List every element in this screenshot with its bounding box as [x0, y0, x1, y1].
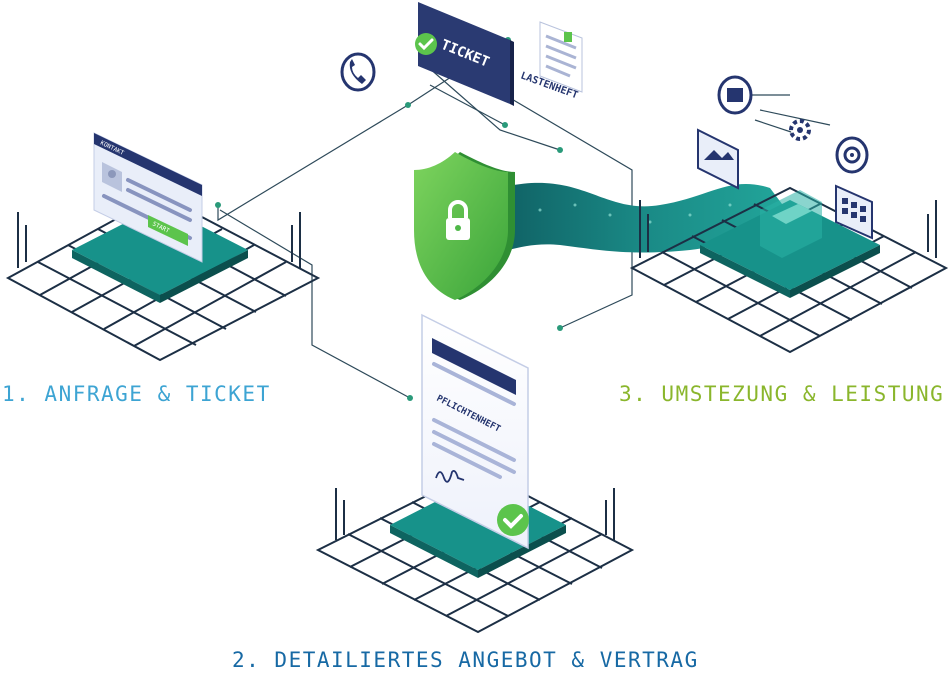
signature-icon — [435, 469, 465, 483]
check-icon — [415, 33, 437, 55]
picture-card — [697, 128, 739, 190]
pflichtenheft-document: PFLICHTENHEFT — [421, 313, 529, 550]
gear-icon — [789, 119, 811, 141]
target-icon — [835, 136, 869, 174]
step-two-caption: 2. DETAILIERTES ANGEBOT & VERTRAG — [232, 648, 699, 672]
lastenheft-document: LASTENHEFT — [519, 21, 583, 101]
contact-form-card: KONTAKT START — [93, 132, 203, 263]
phone-icon — [340, 52, 376, 92]
connector-dots — [215, 37, 563, 401]
ribbon-dots — [538, 203, 732, 224]
lock-shield-icon — [414, 152, 515, 300]
calculator-icon — [835, 184, 873, 240]
check-icon — [497, 504, 529, 536]
image-icon — [717, 75, 753, 115]
ticket-card: TICKET — [418, 2, 514, 106]
step-three-caption: 3. UMSTEZUNG & LEISTUNG — [619, 382, 945, 406]
platform-anfrage — [5, 193, 321, 362]
step-one-caption: 1. ANFRAGE & TICKET — [2, 382, 271, 406]
